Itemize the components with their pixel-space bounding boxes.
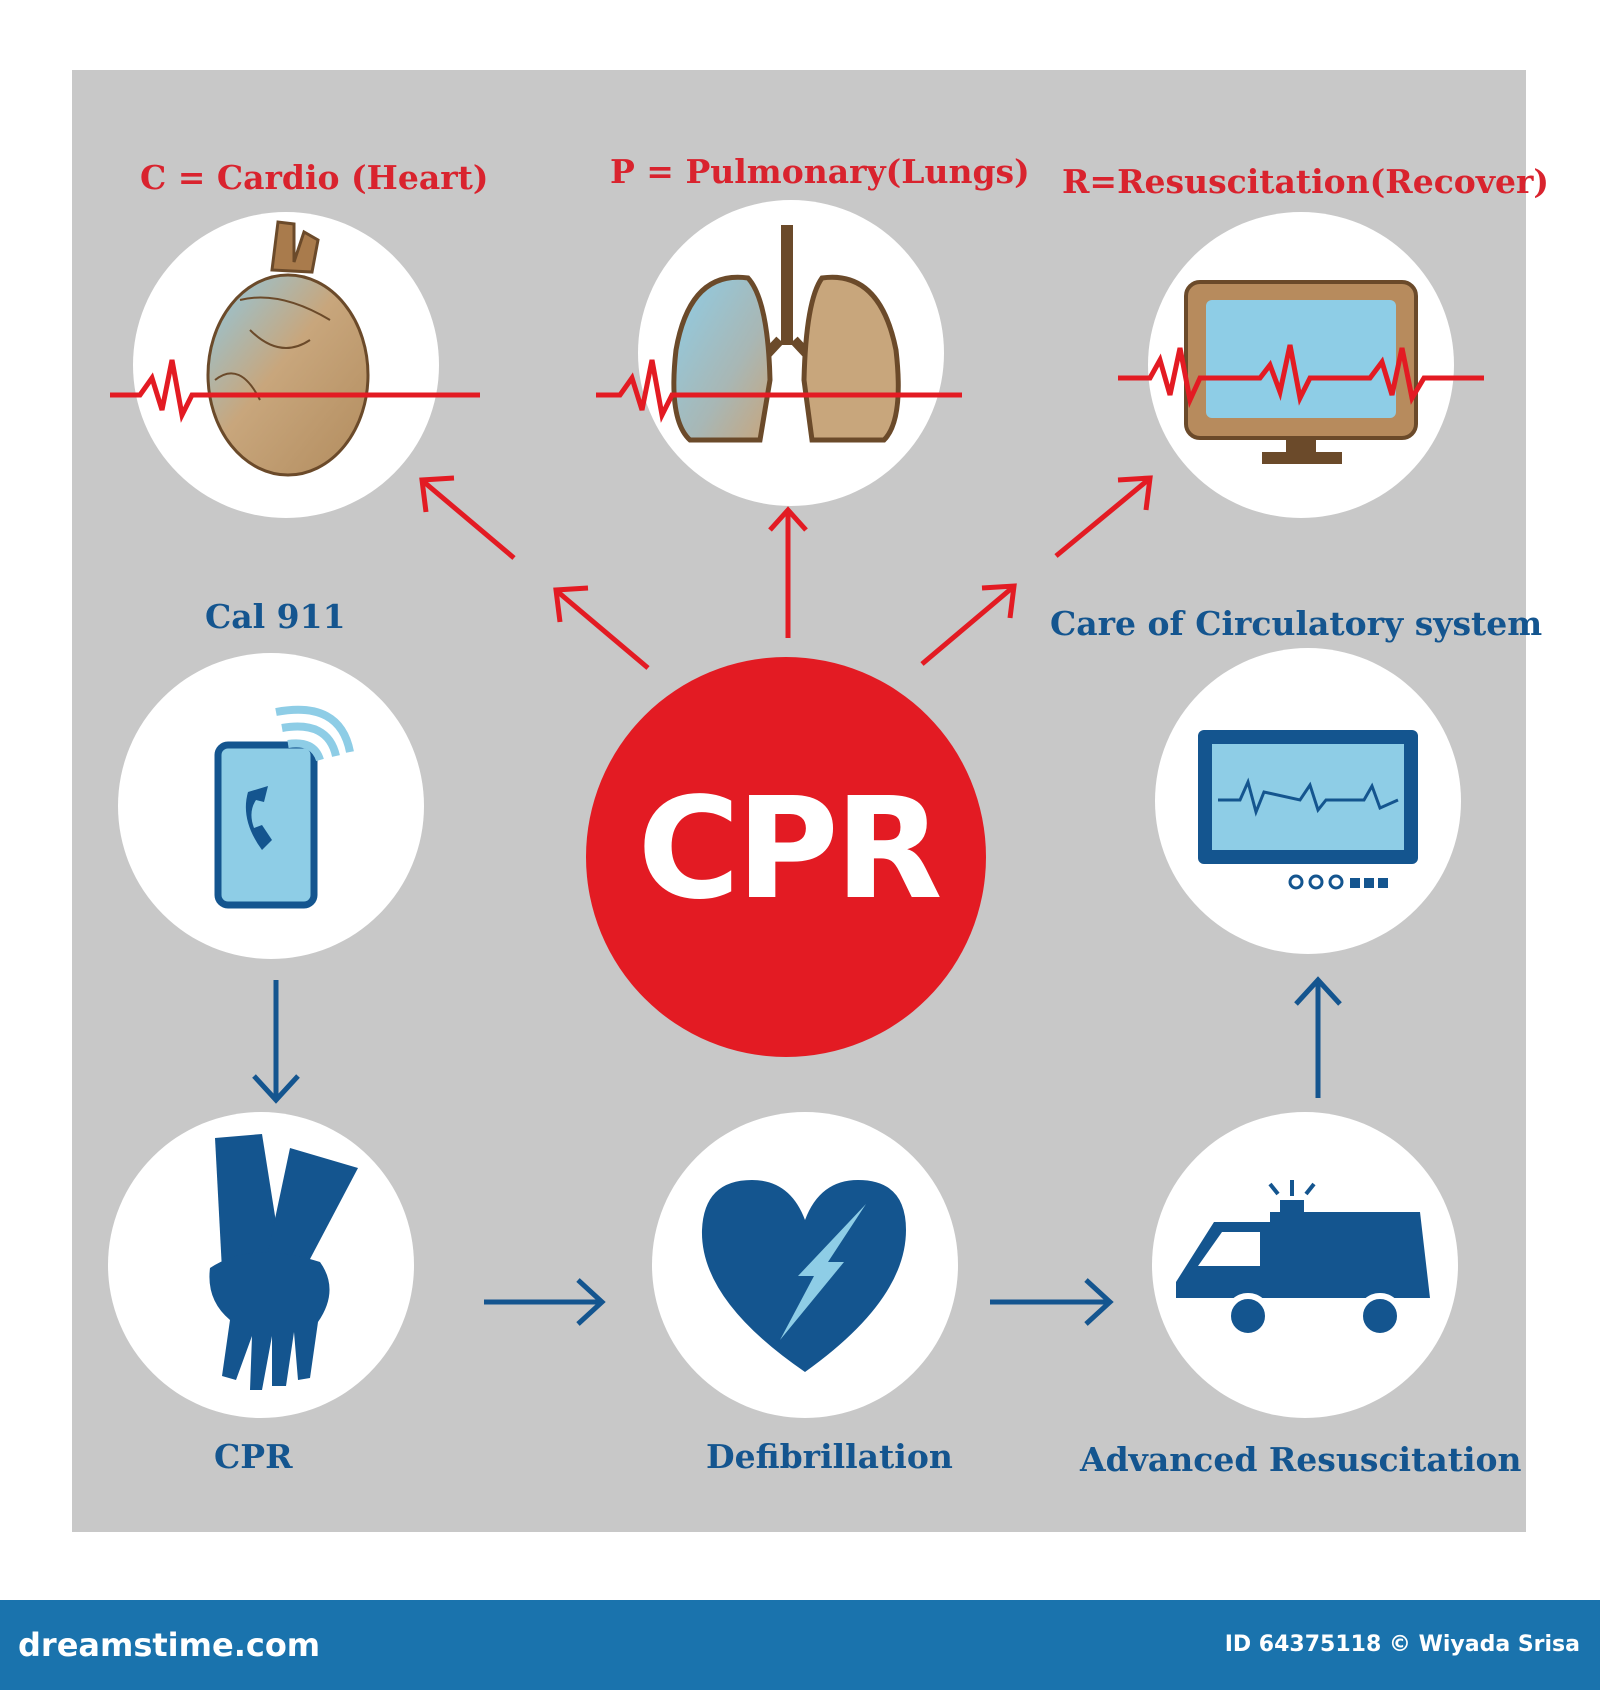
footer-brand[interactable]: dreamstime.com bbox=[18, 1626, 321, 1664]
hands-icon bbox=[209, 1134, 358, 1390]
phone-icon bbox=[214, 705, 354, 909]
blue-arrows bbox=[252, 976, 1342, 1326]
heart-ecg-line bbox=[110, 359, 480, 423]
lungs-ecg-line bbox=[596, 359, 962, 423]
cardio-label: C = Cardio (Heart) bbox=[140, 158, 489, 197]
heart-icon bbox=[206, 220, 370, 477]
call-911-label: Cal 911 bbox=[205, 597, 346, 636]
care-circulatory-label: Care of Circulatory system bbox=[1050, 604, 1543, 643]
red-arrows bbox=[419, 475, 1153, 670]
pulmonary-label: P = Pulmonary(Lungs) bbox=[610, 152, 1030, 191]
cpr-title: CPR bbox=[637, 768, 942, 931]
lungs-icon bbox=[671, 225, 901, 443]
ambulance-icon bbox=[1176, 1180, 1430, 1339]
advanced-resuscitation-label: Advanced Resuscitation bbox=[1080, 1440, 1522, 1479]
footer-bar: dreamstime.com ID 64375118 © Wiyada Sris… bbox=[0, 1600, 1600, 1690]
cpr-step-label: CPR bbox=[214, 1437, 293, 1476]
defib-heart-icon bbox=[701, 1180, 906, 1372]
monitor-ecg-line bbox=[1118, 344, 1484, 409]
cpr-center-circle bbox=[586, 657, 986, 1057]
footer-image-id: ID 64375118 © Wiyada Srisa bbox=[1224, 1632, 1580, 1657]
ecg-monitor-icon bbox=[1198, 730, 1418, 890]
defibrillation-label: Defibrillation bbox=[706, 1437, 953, 1476]
resuscitation-label: R=Resuscitation(Recover) bbox=[1062, 162, 1549, 201]
monitor-icon bbox=[1184, 280, 1418, 464]
